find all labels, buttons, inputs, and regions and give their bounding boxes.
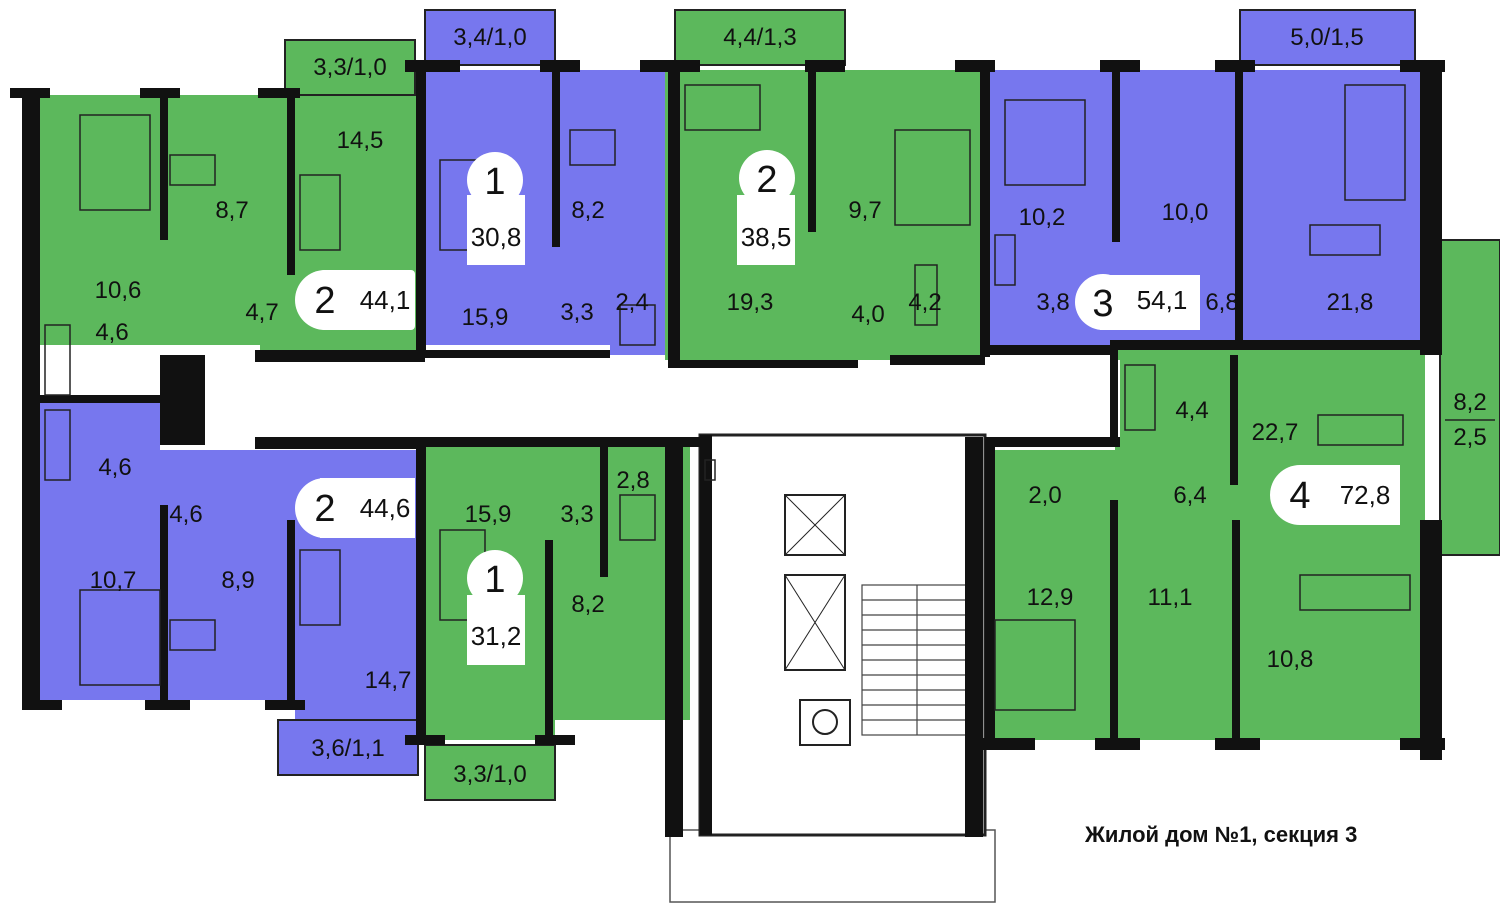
- balcony-area: 8,2: [1453, 389, 1486, 416]
- balcony-right: [1439, 239, 1500, 556]
- room-area: 10,2: [1019, 204, 1066, 231]
- room-area: 8,7: [215, 197, 248, 224]
- room-area: 19,3: [727, 289, 774, 316]
- room-area: 4,2: [908, 289, 941, 316]
- balcony-top-2: [674, 9, 846, 66]
- balcony-area: 3,3/1,0: [453, 761, 526, 788]
- room-area: 2,8: [616, 467, 649, 494]
- entrance-porch: [669, 829, 996, 903]
- room-area: 6,4: [1173, 482, 1206, 509]
- balcony-area: 4,4/1,3: [723, 24, 796, 51]
- room-area: 15,9: [465, 501, 512, 528]
- apartment-badge-1-31-2: 1 31,2: [467, 550, 525, 665]
- balcony-area: 3,6/1,1: [311, 735, 384, 762]
- walls: [10, 60, 1445, 837]
- room-area: 10,8: [1267, 646, 1314, 673]
- room-area: 11,1: [1148, 584, 1193, 611]
- staircase: [861, 584, 973, 736]
- apartment-4-72-8-fill: [985, 345, 1425, 740]
- apartment-2-38-5-fill: [665, 70, 985, 370]
- corridor: [175, 360, 1120, 440]
- room-area: 4,6: [95, 319, 128, 346]
- room-area: 3,3: [560, 501, 593, 528]
- room-area: 21,8: [1327, 289, 1374, 316]
- balcony-bottom-1: [424, 744, 556, 801]
- plan-caption: Жилой дом №1, секция 3: [1085, 822, 1358, 847]
- apartment-area: 44,6: [360, 493, 411, 523]
- apartment-rooms: 4: [1289, 475, 1310, 517]
- room-area: 4,6: [98, 454, 131, 481]
- balcony-area: 3,3/1,0: [313, 54, 386, 81]
- apartment-area: 54,1: [1137, 285, 1188, 315]
- apartment-area: 38,5: [741, 222, 792, 252]
- room-area: 10,0: [1162, 199, 1209, 226]
- apartment-badge-2-38-5: 2 38,5: [737, 150, 795, 265]
- apartment-area: 44,1: [360, 285, 411, 315]
- apartment-rooms: 1: [484, 161, 505, 203]
- room-area: 14,5: [337, 127, 384, 154]
- apartment-1-31-2-fill: [425, 445, 690, 740]
- room-area: 8,2: [571, 591, 604, 618]
- room-area: 12,9: [1027, 584, 1074, 611]
- apartment-badge-2-44-6: 2 44,6: [295, 478, 415, 538]
- apartment-rooms: 2: [314, 488, 335, 530]
- room-area: 10,7: [90, 567, 137, 594]
- apartment-rooms: 2: [314, 280, 335, 322]
- room-area: 22,7: [1252, 419, 1299, 446]
- room-area: 10,6: [95, 277, 142, 304]
- room-area: 8,9: [221, 567, 254, 594]
- apartment-rooms: 2: [756, 159, 777, 201]
- room-area: 4,4: [1175, 397, 1208, 424]
- balcony-area: 5,0/1,5: [1290, 24, 1363, 51]
- room-area: 9,7: [848, 197, 881, 224]
- apartment-1-30-8-fill: [425, 70, 665, 355]
- apartment-badge-2-44-1: 2 44,1: [295, 270, 415, 330]
- apartment-rooms: 3: [1092, 283, 1113, 325]
- furniture: [44, 84, 1411, 711]
- apartment-rooms: 1: [484, 559, 505, 601]
- room-area: 2,4: [615, 289, 648, 316]
- balcony-area: 2,5: [1453, 424, 1486, 451]
- room-area: 6,8: [1205, 289, 1238, 316]
- apartment-badge-4-72-8: 4 72,8: [1270, 465, 1400, 525]
- apartment-badge-3-54-1: 3 54,1: [1075, 274, 1200, 330]
- apartment-badge-1-30-8: 1 30,8: [467, 152, 525, 265]
- room-area: 4,7: [245, 299, 278, 326]
- apartment-area: 72,8: [1340, 480, 1391, 510]
- balcony-top-3: [1239, 9, 1416, 66]
- room-area: 3,3: [560, 299, 593, 326]
- room-area: 14,7: [365, 667, 412, 694]
- room-area: 2,0: [1028, 482, 1061, 509]
- room-area: 4,0: [851, 301, 884, 328]
- balcony-bottom-left: [277, 719, 419, 776]
- balcony-top-1: [424, 9, 556, 66]
- room-area: 15,9: [462, 304, 509, 331]
- room-area: 4,6: [169, 501, 202, 528]
- apartment-area: 31,2: [471, 621, 522, 651]
- room-labels: 14,5 8,7 10,6 4,7 4,6 15,9 8,2 3,3 2,4 1…: [90, 127, 1374, 694]
- room-area: 8,2: [571, 197, 604, 224]
- balcony-top-left: [284, 39, 416, 96]
- apartment-area: 30,8: [471, 222, 522, 252]
- balcony-area: 3,4/1,0: [453, 24, 526, 51]
- room-area: 3,8: [1036, 289, 1069, 316]
